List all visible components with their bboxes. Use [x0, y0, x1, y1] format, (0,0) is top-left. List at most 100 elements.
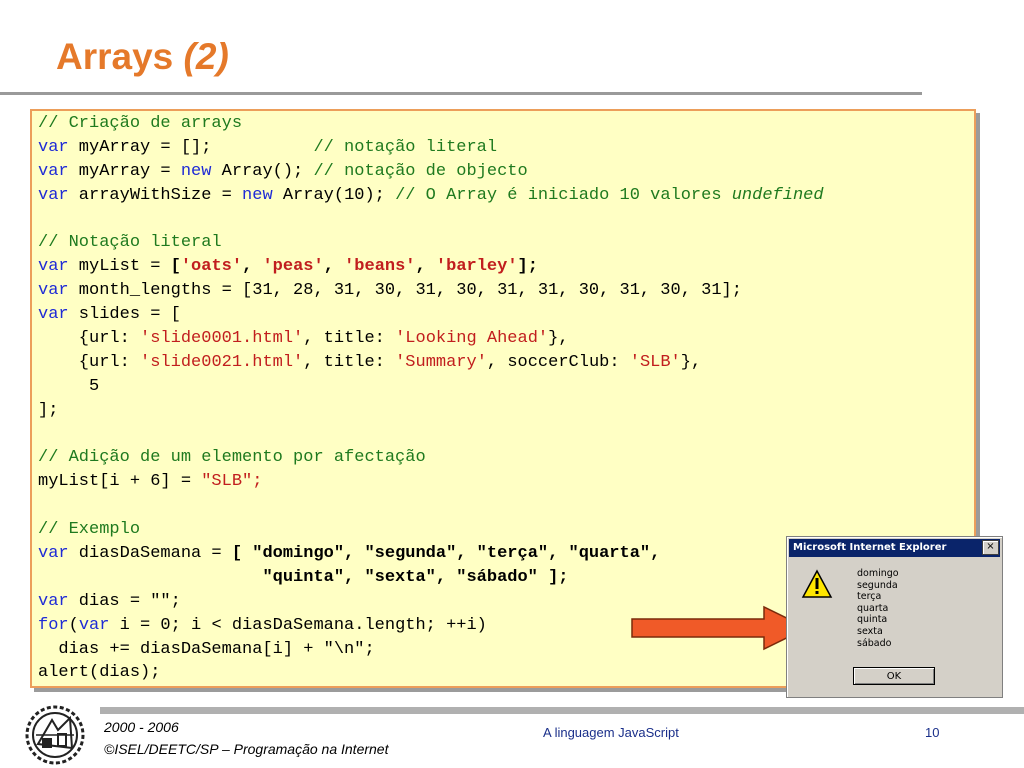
code-line-11: {url: 'slide0021.html', title: 'Summary'…	[38, 351, 824, 375]
code-string: 'Looking Ahead'	[395, 329, 549, 349]
alert-dialog: Microsoft Internet Explorer × domingo se…	[786, 536, 1003, 698]
code-text	[38, 568, 262, 587]
code-text: dias += diasDaSemana[i] + "\n";	[38, 639, 375, 659]
dialog-message: domingo segunda terça quarta quinta sext…	[857, 568, 899, 649]
code-comment: // Exemplo	[38, 520, 141, 540]
code-string: 'Summary'	[395, 352, 487, 372]
code-keyword: for	[38, 615, 69, 635]
code-line-1: // Criação de arrays	[38, 112, 824, 136]
code-keyword: var	[38, 137, 69, 157]
code-comment: // Criação de arrays	[38, 114, 243, 133]
title-divider	[0, 92, 922, 95]
code-text: [	[170, 257, 181, 277]
code-text: , title:	[303, 352, 396, 372]
code-line-10: {url: 'slide0001.html', title: 'Looking …	[38, 327, 824, 351]
code-text: arrayWithSize =	[68, 185, 243, 205]
code-line-9: var slides = [	[38, 303, 824, 327]
code-text: month_lengths = [31, 28, 31, 30, 31, 30,…	[68, 281, 742, 301]
page-number: 10	[925, 725, 940, 740]
code-keyword: var	[38, 591, 69, 611]
code-line-3: var myArray = new Array(); // notação de…	[38, 160, 824, 184]
code-line-20: "quinta", "sexta", "sábado" ];	[38, 566, 824, 590]
code-line-19: var diasDaSemana = [ "domingo", "segunda…	[38, 542, 824, 566]
footer-copyright: ©ISEL/DEETC/SP – Programação na Internet	[104, 741, 389, 757]
dialog-message-line: quinta	[857, 614, 888, 626]
code-comment: // notação de objecto	[313, 161, 528, 181]
code-keyword: var	[38, 544, 69, 564]
code-text: myList[i + 6] =	[38, 472, 202, 492]
code-text: myList =	[68, 257, 171, 277]
code-string: 'beans'	[344, 257, 416, 277]
code-string: 'peas'	[262, 257, 324, 277]
code-text: myArray = [];	[68, 137, 314, 157]
code-keyword: var	[38, 257, 69, 277]
dialog-titlebar: Microsoft Internet Explorer	[789, 539, 1000, 557]
code-line-14	[38, 423, 824, 447]
code-line-8: var month_lengths = [31, 28, 31, 30, 31,…	[38, 279, 824, 303]
code-line-17	[38, 494, 824, 518]
code-text: slides = [	[68, 305, 181, 325]
code-line-6: // Notação literal	[38, 231, 824, 255]
dialog-message-line: sexta	[857, 625, 883, 637]
code-text: Array();	[211, 161, 314, 181]
code-text: diasDaSemana =	[68, 544, 232, 564]
code-text: 5	[38, 376, 100, 396]
code-line-4: var arrayWithSize = new Array(10); // O …	[38, 184, 824, 208]
footer-years: 2000 - 2006	[104, 719, 179, 735]
code-line-12: 5	[38, 375, 824, 399]
code-keyword: new	[242, 185, 273, 205]
isel-logo-icon	[25, 705, 85, 765]
code-text: ,	[242, 257, 263, 277]
code-line-24: alert(dias);	[38, 661, 824, 685]
code-string: 'oats'	[180, 257, 243, 277]
code-text: , soccerClub:	[486, 352, 630, 372]
code-text: ];	[38, 400, 59, 420]
code-string: 'barley'	[435, 257, 518, 277]
footer-divider	[100, 707, 1024, 714]
close-icon[interactable]: ×	[982, 540, 999, 555]
code-text: i = 0; i < diasDaSemana.length; ++i)	[109, 615, 487, 635]
slide-title-suffix: (2)	[183, 36, 229, 77]
code-text: dias = "";	[68, 591, 181, 611]
code-listing: // Criação de arrays var myArray = []; //…	[38, 112, 824, 685]
code-comment: // notação literal	[313, 137, 498, 157]
code-keyword: var	[38, 281, 69, 301]
arrow-right-icon	[631, 605, 809, 651]
dialog-title: Microsoft Internet Explorer	[793, 542, 947, 553]
code-comment: // O Array é iniciado 10 valores	[395, 185, 732, 205]
slide-title-text: Arrays	[56, 36, 174, 77]
code-text: Array(10);	[272, 185, 396, 205]
code-keyword: new	[180, 161, 212, 181]
code-text: {url:	[38, 352, 141, 372]
code-line-16: myList[i + 6] = "SLB";	[38, 470, 824, 494]
code-comment: // Adição de um elemento por afectação	[38, 448, 426, 468]
dialog-message-line: domingo	[857, 568, 899, 579]
code-comment-italic: undefined	[731, 185, 824, 205]
code-line-5	[38, 208, 824, 232]
code-text: alert(dias);	[38, 663, 161, 683]
code-text-bold: "quinta", "sexta", "sábado" ];	[262, 567, 569, 587]
code-comment: // Notação literal	[38, 233, 222, 253]
code-text-bold: [ "domingo", "segunda", "terça", "quarta…	[231, 544, 661, 564]
code-line-21: var dias = "";	[38, 590, 824, 614]
code-line-7: var myList = ['oats', 'peas', 'beans', '…	[38, 255, 824, 279]
code-keyword: var	[78, 615, 110, 635]
dialog-message-line: quarta	[857, 602, 889, 614]
dialog-message-line: sábado	[857, 637, 892, 649]
code-text: {url:	[38, 329, 141, 349]
dialog-message-line: segunda	[857, 579, 898, 591]
footer-center: A linguagem JavaScript	[543, 725, 679, 740]
code-text: ,	[415, 257, 436, 277]
code-text: (	[68, 615, 79, 635]
warning-icon	[801, 569, 833, 598]
code-line-18: // Exemplo	[38, 518, 824, 542]
code-text: myArray =	[68, 161, 181, 181]
code-line-2: var myArray = []; // notação literal	[38, 136, 824, 160]
code-line-15: // Adição de um elemento por afectação	[38, 446, 824, 470]
code-text: , title:	[303, 329, 396, 349]
code-string: 'slide0001.html'	[140, 329, 304, 349]
code-line-23: dias += diasDaSemana[i] + "\n";	[38, 638, 824, 662]
ok-button[interactable]: OK	[853, 667, 935, 685]
code-keyword: var	[38, 185, 69, 205]
code-line-22: for(var i = 0; i < diasDaSemana.length; …	[38, 614, 824, 638]
